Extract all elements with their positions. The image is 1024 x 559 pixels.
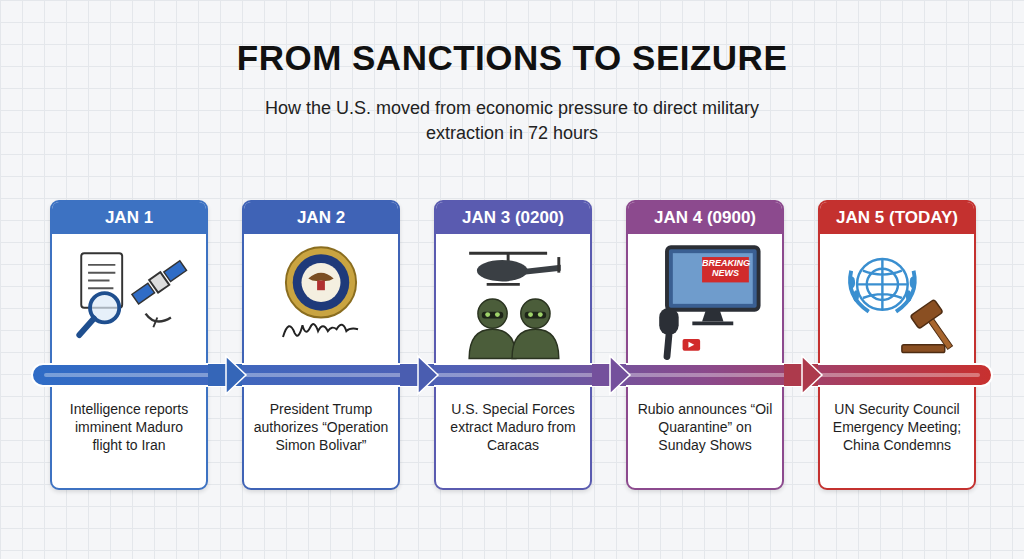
date-header: JAN 1 [52, 202, 206, 234]
card-illustration [244, 234, 398, 362]
card-illustration [52, 234, 206, 362]
timeline-card: JAN 1 Intelligence reports imminent Madur… [50, 200, 208, 490]
timeline-arrow [208, 356, 246, 394]
date-header: JAN 4 (0900) [628, 202, 782, 234]
news-banner-text: BREAKING NEWS [702, 258, 749, 278]
date-header: JAN 2 [244, 202, 398, 234]
event-description: Rubio announces “Oil Quarantine” on Sund… [628, 362, 782, 466]
icon [52, 234, 206, 362]
event-description: UN Security Council Emergency Meeting; C… [820, 362, 974, 466]
icon [820, 234, 974, 362]
card-illustration [820, 234, 974, 362]
icon [244, 234, 398, 362]
diagram-title: FROM SANCTIONS TO SEIZURE [0, 38, 1024, 78]
event-description: Intelligence reports imminent Maduro fli… [52, 362, 206, 466]
subtitle: How the U.S. moved from economic pressur… [262, 96, 762, 146]
timeline-arrow [784, 356, 822, 394]
timeline-card: JAN 5 (TODAY) UN Security Council Emergen… [818, 200, 976, 490]
icon [628, 234, 782, 362]
date-header: JAN 3 (0200) [436, 202, 590, 234]
card-illustration: BREAKING NEWS [628, 234, 782, 362]
icon [436, 234, 590, 362]
event-description: U.S. Special Forces extract Maduro from … [436, 362, 590, 466]
timeline-card: JAN 4 (0900) BREAKING NEWS Rubio announces… [626, 200, 784, 490]
card-illustration [436, 234, 590, 362]
timeline-card: JAN 3 (0200) U.S. Special Forces extract … [434, 200, 592, 490]
timeline-arrow [592, 356, 630, 394]
timeline-arrow [400, 356, 438, 394]
timeline-card: JAN 2 President Trump authorizes “Operati… [242, 200, 400, 490]
event-description: President Trump authorizes “Operation Si… [244, 362, 398, 466]
date-header: JAN 5 (TODAY) [820, 202, 974, 234]
